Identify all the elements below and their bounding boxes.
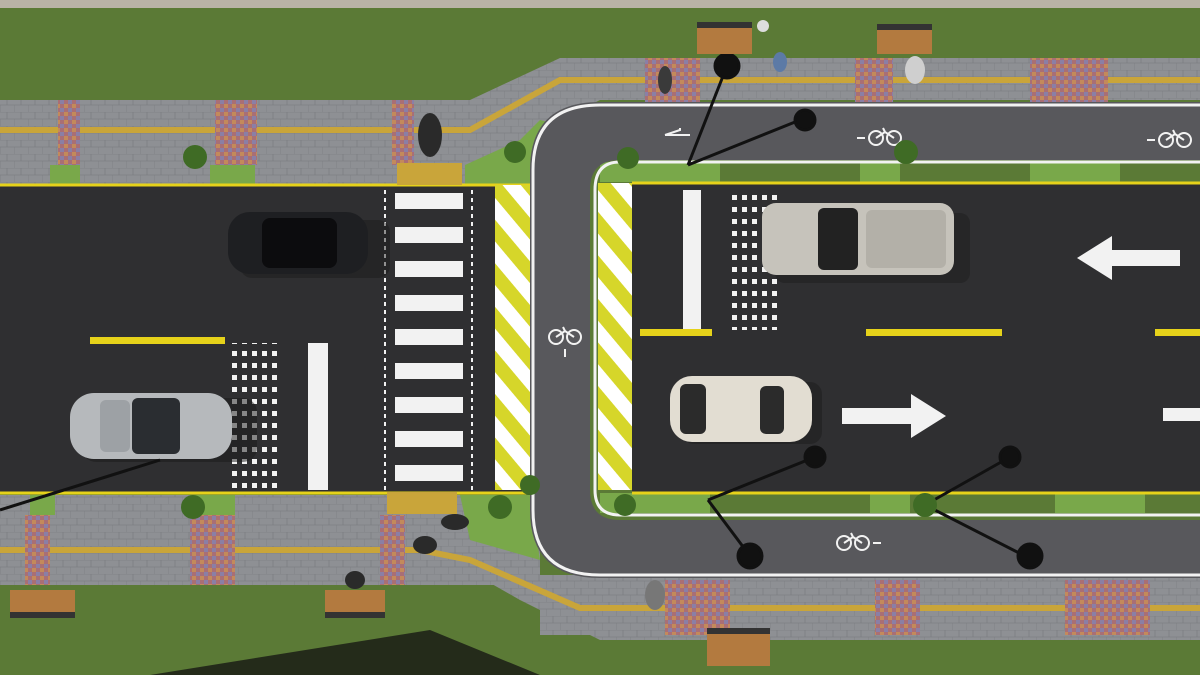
car-white-suv: [762, 203, 970, 283]
hatched-strip-left: [495, 185, 530, 490]
bike-lane: [530, 102, 1200, 578]
car-silver-left: [70, 393, 257, 462]
center-line-right-2: [866, 329, 1002, 336]
stop-line-left: [308, 343, 328, 490]
sidewalk-bottom-band: [0, 495, 540, 585]
car-black: [228, 212, 390, 278]
tactile-strip-bottom: [0, 547, 1200, 611]
center-line-right-1: [640, 329, 712, 336]
bike-lane-inner-edge: [593, 160, 1200, 517]
crosswalk-ramp-top: [397, 163, 462, 185]
center-line-left: [90, 337, 225, 344]
bike-lane-edge: [531, 103, 1200, 577]
bicycle-icon: [548, 127, 1192, 551]
zebra-crosswalk: [395, 193, 463, 481]
shrubs: [181, 140, 937, 519]
hatched-strip-right: [598, 183, 632, 490]
colored-tile-patches: [25, 58, 1150, 635]
lane-dash-right: [1163, 408, 1200, 421]
benches: [10, 20, 932, 666]
tactile-strip-top: [0, 77, 1200, 133]
car-white-sedan: [670, 376, 822, 444]
crosswalk-ramp-bottom: [387, 492, 457, 514]
street-lamps: [0, 52, 1044, 570]
stop-line-right: [683, 190, 701, 330]
pedestrians: [345, 52, 925, 610]
top-edge-strip: [0, 0, 1200, 8]
bike-lane-arrow: [664, 128, 690, 136]
arrow-icon-west: [1077, 236, 1180, 280]
center-line-right-3: [1155, 329, 1200, 336]
arrow-icon-east: [842, 394, 946, 438]
building-shadow: [150, 630, 540, 675]
